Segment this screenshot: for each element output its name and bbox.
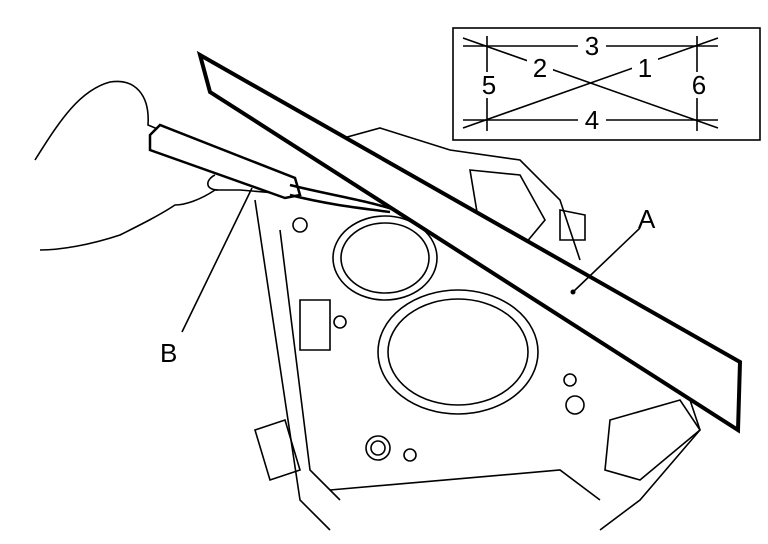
point-3-label: 3 <box>585 31 599 61</box>
hand <box>34 80 302 251</box>
measurement-pattern-inset: 3 2 1 5 6 4 <box>452 27 761 141</box>
cylinder-block <box>254 127 702 531</box>
point-6-label: 6 <box>692 70 706 100</box>
point-4-label: 4 <box>585 105 599 135</box>
point-1-label: 1 <box>638 53 652 83</box>
callout-a-dot <box>570 289 576 295</box>
callout-b-label: B <box>160 338 177 368</box>
point-5-label: 5 <box>482 70 496 100</box>
callout-a-label: A <box>638 204 656 234</box>
feeler-gauge <box>148 123 396 214</box>
point-2-label: 2 <box>533 53 547 83</box>
callout-b-leader <box>181 187 253 333</box>
straightedge <box>196 50 743 434</box>
callout-a-leader <box>572 227 641 293</box>
